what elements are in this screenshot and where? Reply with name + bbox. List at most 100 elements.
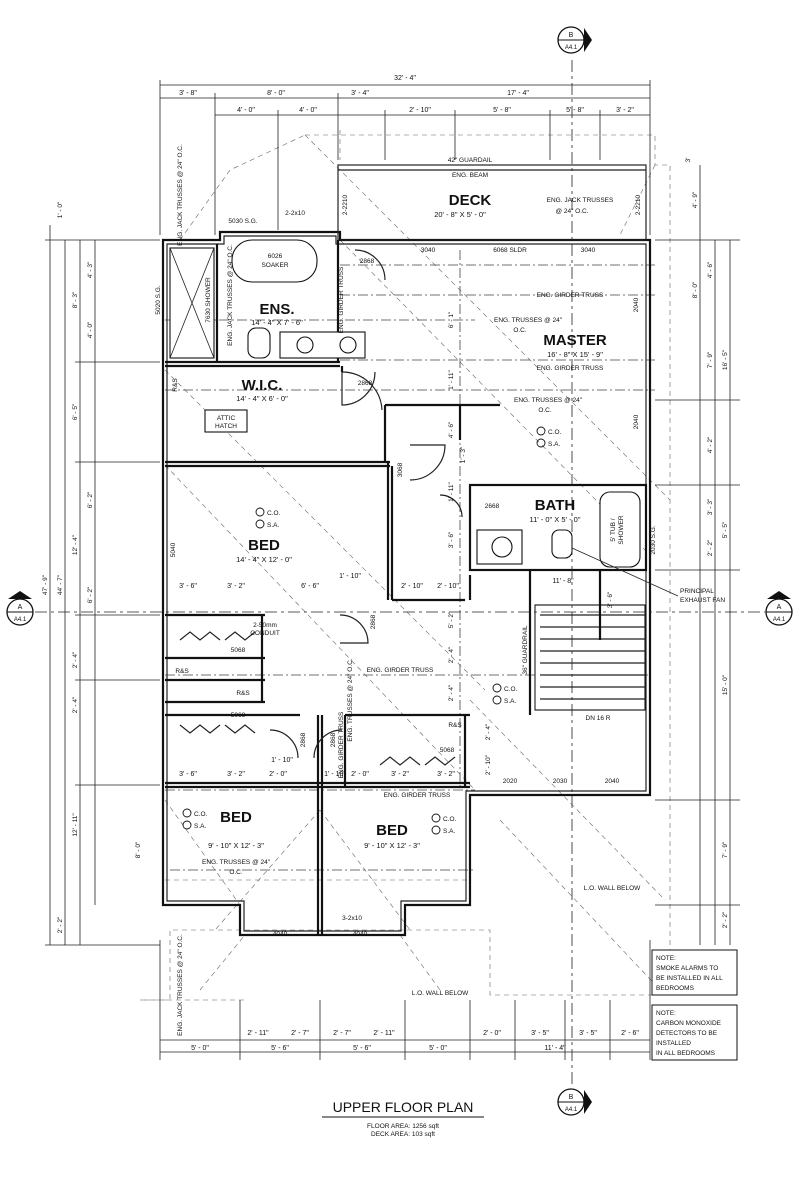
sa-label: S.A. — [548, 441, 560, 448]
dim-text: 15' - 0" — [722, 674, 729, 695]
tub-6026-label: 6026 — [268, 253, 283, 260]
dim-text: 3' - 6" — [179, 583, 197, 590]
marker-letter: B — [569, 32, 574, 39]
fixtures — [169, 239, 646, 766]
right-dimensions: 4' - 9" 4' - 6" 8' - 0" 7' - 9" 16' - 5"… — [685, 158, 729, 929]
eng-beam-label: ENG. BEAM — [452, 172, 488, 179]
bath-toilet — [551, 529, 573, 559]
win-2030: 2030 — [553, 778, 568, 785]
trusses-master-1b: O.C. — [513, 327, 527, 334]
dim-text: 4' - 0" — [87, 321, 94, 338]
room-size-deck: 20' - 8" X 5' - 0" — [434, 210, 486, 219]
dim-text: 4' - 9" — [692, 191, 699, 208]
dim-text: 2' - 10" — [485, 754, 492, 775]
jack-trusses-bottom-label: ENG. JACK TRUSSES @ 24" O.C. — [177, 934, 184, 1036]
note-line: IN ALL BEDROOMS — [656, 1050, 716, 1057]
window-2030-label: 2030 S.G. — [650, 525, 657, 554]
door-2868-b2: 2868 — [300, 732, 307, 747]
dim-text: 4' - 6" — [707, 261, 714, 278]
marker-sheet: A4.1 — [773, 617, 786, 623]
dim-text: 3' - 2" — [437, 771, 455, 778]
room-name-bath: BATH — [535, 497, 576, 514]
dim-text: 5' - 0" — [429, 1045, 447, 1052]
bath-tub — [599, 491, 641, 568]
dim-text: 2' - 4" — [72, 696, 79, 713]
dim-text: 2' - 6" — [621, 1030, 639, 1037]
interior-walls — [165, 240, 648, 935]
conduit-label-1: 2-50mm — [253, 622, 277, 629]
dim-text: 8' - 3" — [72, 291, 79, 308]
dim-text: 3' - 5" — [531, 1030, 549, 1037]
dim-text: 2' - 11" — [247, 1030, 269, 1037]
guardrail-36-label: 36" GUARDRAIL — [522, 625, 529, 675]
drawing-title: UPPER FLOOR PLAN FLOOR AREA: 1256 sqft D… — [322, 1099, 484, 1138]
interior-dimensions: 3' - 6" 3' - 2" 6' - 6" 1' - 10" 2' - 10… — [179, 311, 614, 778]
dim-text: 5' - 6" — [271, 1045, 289, 1052]
note-line: DETECTORS TO BE — [656, 1030, 718, 1037]
rs-label-2: R&S — [175, 668, 189, 675]
marker-sheet: A4.1 — [565, 45, 578, 51]
dim-text: 1' - 10" — [271, 757, 293, 764]
annotation-labels: 42" GUARDAIL ENG. BEAM ENG. JACK TRUSSES… — [155, 144, 725, 1036]
ens-toilet — [247, 327, 271, 359]
dim-text: 44' - 7" — [57, 574, 64, 595]
girder-ens-label: ENG. GIRDER TRUSS — [338, 266, 345, 333]
marker-letter: B — [569, 1094, 574, 1101]
dim-text: 5' - 8" — [566, 107, 584, 114]
win-2020: 2020 — [503, 778, 518, 785]
note-heading: NOTE: — [656, 955, 676, 962]
trusses-bed-b: O.C. — [229, 869, 243, 876]
dimension-lines — [35, 60, 765, 1085]
co-label: C.O. — [504, 686, 518, 693]
marker-letter: A — [777, 604, 782, 611]
exhaust-fan-label-2: EXHAUST FAN — [680, 597, 725, 604]
exterior-walls — [161, 164, 652, 937]
note-line: BE INSTALLED IN ALL — [656, 975, 723, 982]
win-3068: 3068 — [397, 462, 404, 477]
dim-text: 2' - 4" — [72, 651, 79, 668]
girder-master-mid-label: ENG. GIRDER TRUSS — [537, 365, 604, 372]
section-marker-b-bottom: B A4.1 — [557, 1088, 592, 1116]
win-3040-b: 3040 — [581, 247, 596, 254]
dim-overall-depth: 47' - 9" — [42, 574, 49, 595]
plan-title: UPPER FLOOR PLAN — [333, 1099, 474, 1115]
dim-text: 4' - 6" — [448, 421, 455, 438]
dim-text: 2' - 4" — [485, 723, 492, 740]
co-sa-master: C.O. S.A. — [536, 426, 562, 448]
attic-label: ATTIC — [217, 415, 236, 422]
dim-text: 1' - 0" — [57, 201, 64, 218]
room-name-bed-2: BED — [220, 809, 252, 826]
door-2668-bath: 2668 — [485, 503, 500, 510]
dim-text: 2' - 0" — [269, 771, 287, 778]
dim-text: 3' - 2" — [227, 583, 245, 590]
attic-hatch — [204, 409, 248, 433]
staircase — [534, 570, 646, 711]
sa-label: S.A. — [504, 698, 516, 705]
note-line: CARBON MONOXIDE — [656, 1020, 722, 1027]
dim-text: 16' - 5" — [722, 349, 729, 370]
girder-vertical-label: ENG. GIRDER TRUSS — [338, 711, 345, 778]
trusses-bed: ENG. TRUSSES @ 24" — [202, 859, 271, 866]
dim-text: 3' - 6" — [448, 531, 455, 548]
dim-text: 8' - 0" — [692, 281, 699, 298]
top-dimensions: 32' - 4" 3' - 8" 8' - 0" 3' - 4" 17' - 4… — [179, 75, 634, 114]
closet-5068-a: 5068 — [231, 647, 246, 654]
room-name-bed-1: BED — [248, 537, 280, 554]
co-label: C.O. — [548, 429, 562, 436]
dim-text: 1' - 11" — [448, 369, 455, 389]
co-sa-hall: C.O. S.A. — [492, 683, 518, 705]
girder-master-top-label: ENG. GIRDER TRUSS — [537, 292, 604, 299]
room-size-bath: 11' - 0" X 5' - 0" — [530, 515, 581, 524]
sa-label: S.A. — [194, 823, 206, 830]
guardrail-label: 42" GUARDAIL — [448, 157, 493, 164]
dim-text: 17' - 4" — [507, 90, 529, 97]
section-marker-b-top: B A4.1 — [557, 26, 592, 54]
door-2868-b3: 2868 — [330, 732, 337, 747]
closet-5068-b: 5068 — [231, 712, 246, 719]
win-4040-b: 4040 — [353, 931, 368, 938]
trusses-master-2b: O.C. — [538, 407, 552, 414]
shower-7630-label: 7630 SHOWER — [205, 277, 212, 323]
beam-2x10-top: 2-2x10 — [285, 210, 305, 217]
dim-text: 5' - 6" — [353, 1045, 371, 1052]
